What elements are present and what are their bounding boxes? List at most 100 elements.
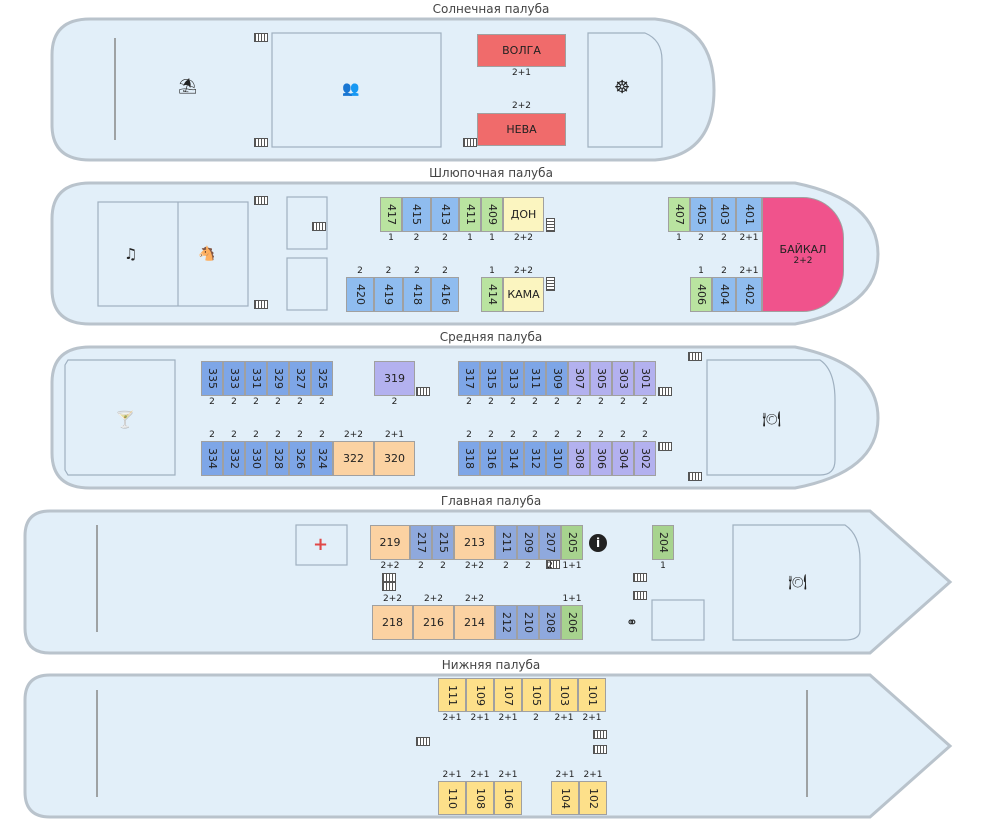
cabin-capacity: 2+2 — [514, 266, 533, 276]
cabin-106[interactable]: 106 — [494, 781, 522, 815]
cabin-volga[interactable]: ВОЛГА — [477, 34, 566, 67]
cabin-404[interactable]: 404 — [712, 277, 736, 312]
cabin-407[interactable]: 407 — [668, 197, 690, 232]
cabin-311[interactable]: 311 — [524, 361, 546, 396]
cabin-329[interactable]: 329 — [267, 361, 289, 396]
cabin-number: 205 — [565, 532, 579, 553]
cabin-107[interactable]: 107 — [494, 678, 522, 712]
cabin-307[interactable]: 307 — [568, 361, 590, 396]
cabin-322[interactable]: 322 — [333, 441, 374, 476]
cabin-312[interactable]: 312 — [524, 441, 546, 476]
cabin-333[interactable]: 333 — [223, 361, 245, 396]
cabin-405[interactable]: 405 — [690, 197, 712, 232]
cabin-401[interactable]: 401 — [736, 197, 762, 232]
conference-icon: 👥 — [342, 81, 360, 97]
cabin-110[interactable]: 110 — [438, 781, 466, 815]
cabin-number: 312 — [528, 448, 542, 469]
cabin-neva[interactable]: НЕВА — [477, 113, 566, 146]
cabin-411[interactable]: 411 — [459, 197, 481, 232]
stairs-icon — [416, 387, 430, 396]
cabin-325[interactable]: 325 — [311, 361, 333, 396]
cabin-number: 402 — [742, 284, 756, 305]
cabin-111[interactable]: 111 — [438, 678, 466, 712]
cabin-204[interactable]: 204 — [652, 525, 674, 560]
lower-deck-hull — [23, 673, 953, 819]
cabin-317[interactable]: 317 — [458, 361, 480, 396]
cabin-419[interactable]: 419 — [374, 277, 403, 312]
cabin-416[interactable]: 416 — [431, 277, 459, 312]
cabin-302[interactable]: 302 — [634, 441, 656, 476]
cabin-number: ВОЛГА — [502, 44, 541, 57]
cabin-313[interactable]: 313 — [502, 361, 524, 396]
cabin-baikal[interactable]: БАЙКАЛ 2+2 — [762, 197, 844, 312]
cabin-capacity: 2 — [510, 430, 516, 440]
cabin-324[interactable]: 324 — [311, 441, 333, 476]
cabin-108[interactable]: 108 — [466, 781, 494, 815]
cabin-capacity: 2 — [510, 397, 516, 407]
cabin-number: 110 — [445, 787, 459, 809]
cabin-320[interactable]: 320 — [374, 441, 415, 476]
stairs-icon — [688, 352, 702, 361]
cabin-306[interactable]: 306 — [590, 441, 612, 476]
cabin-309[interactable]: 309 — [546, 361, 568, 396]
cabin-413[interactable]: 413 — [431, 197, 459, 232]
cabin-number: 106 — [501, 787, 515, 809]
cabin-209[interactable]: 209 — [517, 525, 539, 560]
cabin-335[interactable]: 335 — [201, 361, 223, 396]
cabin-403[interactable]: 403 — [712, 197, 736, 232]
cabin-208[interactable]: 208 — [539, 605, 561, 640]
cabin-213[interactable]: 213 — [454, 525, 495, 560]
cabin-332[interactable]: 332 — [223, 441, 245, 476]
cabin-331[interactable]: 331 — [245, 361, 267, 396]
cabin-218[interactable]: 218 — [372, 605, 413, 640]
cabin-101[interactable]: 101 — [578, 678, 606, 712]
cabin-210[interactable]: 210 — [517, 605, 539, 640]
cabin-number: КАМА — [507, 288, 540, 301]
cabin-number: 206 — [565, 612, 579, 633]
cabin-number: 305 — [594, 368, 608, 389]
cabin-207[interactable]: 207 — [539, 525, 561, 560]
cabin-303[interactable]: 303 — [612, 361, 634, 396]
cabin-308[interactable]: 308 — [568, 441, 590, 476]
cabin-417[interactable]: 417 — [380, 197, 402, 232]
cabin-326[interactable]: 326 — [289, 441, 311, 476]
cabin-216[interactable]: 216 — [413, 605, 454, 640]
cabin-315[interactable]: 315 — [480, 361, 502, 396]
cabin-214[interactable]: 214 — [454, 605, 495, 640]
cabin-102[interactable]: 102 — [579, 781, 607, 815]
cabin-105[interactable]: 105 — [522, 678, 550, 712]
cabin-334[interactable]: 334 — [201, 441, 223, 476]
cabin-318[interactable]: 318 — [458, 441, 480, 476]
cabin-314[interactable]: 314 — [502, 441, 524, 476]
cabin-109[interactable]: 109 — [466, 678, 494, 712]
cabin-capacity: 1+1 — [562, 594, 582, 604]
cabin-kama[interactable]: КАМА — [503, 277, 544, 312]
cabin-104[interactable]: 104 — [551, 781, 579, 815]
cabin-205[interactable]: 205 — [561, 525, 583, 560]
medical-cross-icon: + — [313, 534, 329, 555]
cabin-215[interactable]: 215 — [432, 525, 454, 560]
cabin-406[interactable]: 406 — [690, 277, 712, 312]
cabin-301[interactable]: 301 — [634, 361, 656, 396]
cabin-418[interactable]: 418 — [403, 277, 431, 312]
cabin-219[interactable]: 219 — [370, 525, 410, 560]
cabin-420[interactable]: 420 — [346, 277, 374, 312]
cabin-don[interactable]: ДОН — [503, 197, 544, 232]
cabin-212[interactable]: 212 — [495, 605, 517, 640]
cabin-217[interactable]: 217 — [410, 525, 432, 560]
cabin-330[interactable]: 330 — [245, 441, 267, 476]
cabin-211[interactable]: 211 — [495, 525, 517, 560]
cabin-402[interactable]: 402 — [736, 277, 762, 312]
cabin-304[interactable]: 304 — [612, 441, 634, 476]
cabin-409[interactable]: 409 — [481, 197, 503, 232]
cabin-316[interactable]: 316 — [480, 441, 502, 476]
cabin-328[interactable]: 328 — [267, 441, 289, 476]
cabin-103[interactable]: 103 — [550, 678, 578, 712]
cabin-415[interactable]: 415 — [402, 197, 431, 232]
cabin-305[interactable]: 305 — [590, 361, 612, 396]
cabin-310[interactable]: 310 — [546, 441, 568, 476]
cabin-319[interactable]: 319 — [374, 361, 415, 396]
cabin-327[interactable]: 327 — [289, 361, 311, 396]
cabin-414[interactable]: 414 — [481, 277, 503, 312]
cabin-206[interactable]: 206 — [561, 605, 583, 640]
